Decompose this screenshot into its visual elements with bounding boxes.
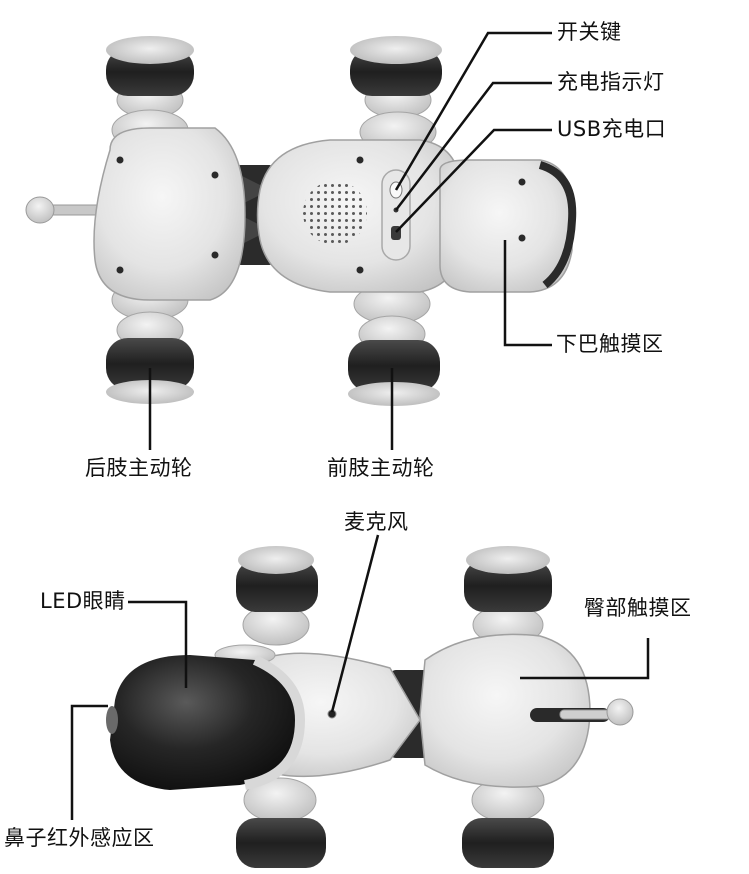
rear-body	[93, 127, 246, 301]
label-charge-indicator: 充电指示灯	[557, 70, 665, 94]
label-usb-port: USB充电口	[557, 117, 667, 141]
label-led-eyes: LED眼睛	[40, 589, 126, 613]
front-body-screws	[356, 156, 364, 274]
label-microphone: 麦克风	[344, 510, 409, 534]
label-front-wheel: 前肢主动轮	[327, 456, 435, 480]
side-leg-rear-far	[464, 546, 552, 646]
rear-body-screws	[116, 156, 219, 274]
nose	[106, 706, 118, 734]
label-chin-touch: 下巴触摸区	[556, 332, 664, 356]
label-rear-wheel: 后肢主动轮	[85, 456, 193, 480]
speaker-grill	[303, 181, 367, 245]
side-head	[110, 655, 300, 790]
robot-top-view	[25, 36, 577, 406]
side-tail-tip	[606, 698, 634, 726]
switch-panel	[381, 169, 411, 261]
head-top	[439, 159, 573, 293]
bottom-leader-lines	[70, 534, 650, 820]
front-leg-bottom	[348, 283, 440, 406]
label-power-key: 开关键	[557, 20, 622, 44]
label-hip-touch: 臀部触摸区	[584, 596, 692, 620]
robot-side-view	[106, 546, 634, 868]
side-leg-front-far	[236, 546, 318, 646]
top-leader-lines	[148, 31, 552, 450]
side-leg-front-near	[236, 777, 326, 868]
label-nose-ir: 鼻子红外感应区	[4, 826, 155, 850]
tail-tip	[25, 196, 55, 224]
side-leg-rear-near	[462, 777, 554, 868]
